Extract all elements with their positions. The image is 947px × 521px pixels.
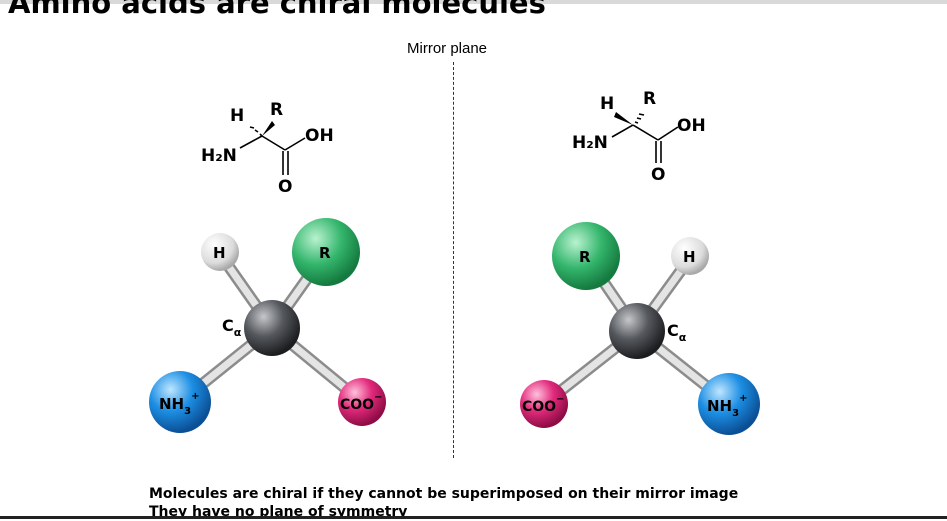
right-ball-and-stick-model: R H Cα COO− NH3+ xyxy=(520,222,760,435)
left-structure-h-label: H xyxy=(230,106,244,126)
right-structure-wedge-bond xyxy=(614,112,633,125)
right-structure-hashed-bond xyxy=(634,113,645,124)
left-structure-amine-label: H₂N xyxy=(201,146,237,166)
left-structure-oh-bond xyxy=(284,137,306,151)
right-model-h-label: H xyxy=(683,248,696,266)
left-structure-oh-label: OH xyxy=(305,126,334,146)
left-model-nh3-group-atom xyxy=(149,371,211,433)
right-structure-n-bond xyxy=(611,124,634,138)
right-structure-amine-label: H₂N xyxy=(572,133,608,153)
right-model-r-label: R xyxy=(579,248,591,266)
right-model-coo-group-atom xyxy=(520,380,568,428)
right-model-r-group-atom xyxy=(552,222,620,290)
left-structure-o-label: O xyxy=(278,177,292,197)
right-structure-oh-bond xyxy=(657,126,679,141)
right-structure-h-label: H xyxy=(600,94,614,114)
page-title: Amino acids are chiral molecules xyxy=(8,0,546,20)
right-structure-r-label: R xyxy=(643,89,656,109)
left-ball-and-stick-model: H R Cα NH3+ COO− xyxy=(149,218,386,433)
right-model-c-alpha-label: Cα xyxy=(667,321,687,344)
left-model-coo-label: COO− xyxy=(340,392,382,413)
left-structure-carboxyl-bond xyxy=(261,135,286,151)
top-rule xyxy=(0,0,947,4)
right-model-alpha-carbon-atom xyxy=(609,303,665,359)
caption-line-1: Molecules are chiral if they cannot be s… xyxy=(149,486,739,502)
mirror-plane-line xyxy=(453,62,454,458)
left-structure-r-label: R xyxy=(270,100,283,120)
right-model-hydrogen-atom xyxy=(671,237,709,275)
left-model-coo-group-atom xyxy=(338,378,386,426)
right-structure-carboxyl-bond xyxy=(632,124,659,141)
left-model-nh3-label: NH3+ xyxy=(159,391,199,417)
mirror-plane-label: Mirror plane xyxy=(407,40,488,57)
left-model-h-label: H xyxy=(213,244,226,262)
right-model-nh3-group-atom xyxy=(698,373,760,435)
left-structure-hashed-bond xyxy=(249,126,263,137)
left-model-r-label: R xyxy=(319,244,331,262)
right-model-coo-label: COO− xyxy=(522,394,564,415)
bottom-rule xyxy=(0,516,947,519)
left-model-c-alpha-label: Cα xyxy=(222,316,242,339)
left-skeletal-structure: H R H₂N OH O xyxy=(201,100,334,197)
right-structure-o-label: O xyxy=(651,165,665,185)
right-skeletal-structure: H R H₂N OH O xyxy=(572,89,706,185)
right-model-nh3-label: NH3+ xyxy=(707,393,747,419)
left-model-r-group-atom xyxy=(292,218,360,286)
left-structure-wedge-bond xyxy=(262,121,275,136)
right-structure-oh-label: OH xyxy=(677,116,706,136)
left-model-hydrogen-atom xyxy=(201,233,239,271)
left-structure-n-bond xyxy=(239,135,263,149)
left-model-alpha-carbon-atom xyxy=(244,300,300,356)
